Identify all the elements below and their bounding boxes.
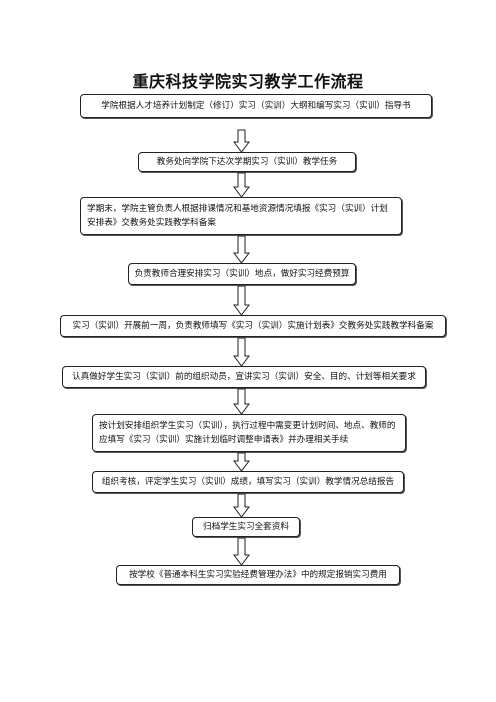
- step-2-box: 教务处向学院下达次学期实习（实训）教学任务: [138, 152, 356, 172]
- step-4-box: 负责教师合理安排实习（实训）地点，做好实习经费预算: [128, 263, 356, 285]
- step-3-box: 学期末，学院主管负责人根据排课情况和基地资源情况填报《实习（实训）计划安排表》交…: [80, 197, 402, 235]
- arrow-8-to-9: [233, 493, 250, 518]
- flowchart-title: 重庆科技学院实习教学工作流程: [132, 72, 364, 91]
- step-9-box: 归档学生实习全套资料: [192, 517, 300, 537]
- arrow-7-to-8: [233, 452, 250, 472]
- arrow-2-to-3: [233, 172, 250, 198]
- arrow-1-to-2: [233, 129, 250, 153]
- step-8-box: 组织考核，评定学生实习（实训）成绩，填写实习（实训）教学情况总结报告: [92, 471, 404, 493]
- step-6-box: 认真做好学生实习（实训）前的组织动员，宣讲实习（实训）安全、目的、计划等相关要求: [62, 366, 426, 388]
- arrow-4-to-5: [233, 285, 250, 316]
- step-10-box: 按学校《普通本科生实习实验经费管理办法》中的规定报销实习费用: [116, 565, 400, 585]
- step-5-box: 实习（实训）开展前一周，负责教师填写《实习（实训）实施计划表》交教务处实践教学科…: [60, 315, 446, 337]
- arrow-6-to-7: [233, 388, 250, 415]
- step-7-box: 按计划安排组织学生实习（实训），执行过程中需变更计划时间、地点、教师的应填写《实…: [92, 414, 406, 452]
- arrow-9-to-10: [233, 537, 250, 566]
- arrow-3-to-4: [233, 235, 250, 264]
- arrow-5-to-6: [233, 337, 250, 367]
- step-1-box: 学院根据人才培养计划制定（修订）实习（实训）大纲和编写实习（实训）指导书: [80, 94, 432, 118]
